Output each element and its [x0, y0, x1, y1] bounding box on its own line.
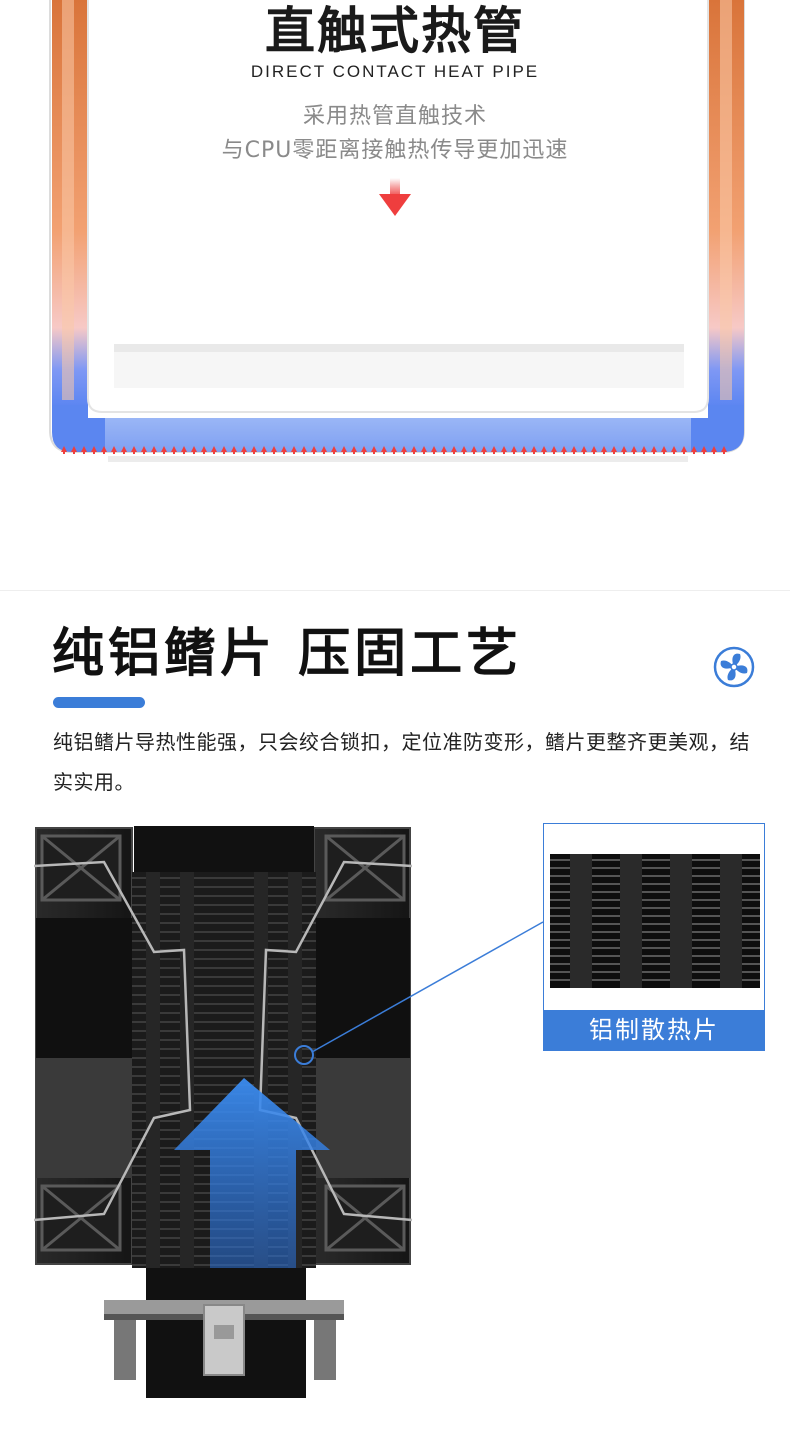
- heat-up-arrow-stem: [503, 448, 505, 454]
- heat-up-arrow-stem: [113, 448, 115, 454]
- heat-up-arrow-stem: [273, 448, 275, 454]
- heat-up-arrow-stem: [443, 448, 445, 454]
- heat-up-arrow-stem: [533, 448, 535, 454]
- heat-up-arrow-stem: [293, 448, 295, 454]
- heat-up-arrow-stem: [633, 448, 635, 454]
- heatsink-detail-callout: 铝制散热片: [543, 823, 765, 1051]
- callout-label: 铝制散热片: [544, 1010, 764, 1050]
- heat-up-arrow-stem: [313, 448, 315, 454]
- heat-up-arrow-stem: [423, 448, 425, 454]
- heat-pipe-desc-line-1: 采用热管直触技术: [302, 104, 487, 129]
- fins-description: 纯铝鳍片导热性能强，只会绞合锁扣，定位准防变形，鳍片更整齐更美观，结实实用。: [53, 730, 750, 794]
- heat-up-arrow-stem: [493, 448, 495, 454]
- heat-up-arrow-stem: [683, 448, 685, 454]
- heat-up-arrow-stem: [263, 448, 265, 454]
- heat-up-arrow-stem: [603, 448, 605, 454]
- heat-up-arrow-stem: [233, 448, 235, 454]
- heat-up-arrow-stem: [343, 448, 345, 454]
- heat-up-arrow-stem: [703, 448, 705, 454]
- heat-up-arrow-stem: [143, 448, 145, 454]
- heat-up-arrow-stem: [333, 448, 335, 454]
- heat-up-arrow-stem: [373, 448, 375, 454]
- heat-up-arrow-stem: [463, 448, 465, 454]
- heat-up-arrow-stem: [163, 448, 165, 454]
- heat-up-arrow-stem: [353, 448, 355, 454]
- heat-up-arrow-stem: [393, 448, 395, 454]
- heat-up-arrow-stem: [213, 448, 215, 454]
- heatsink-detail-image: [550, 854, 760, 988]
- heat-up-arrow-stem: [543, 448, 545, 454]
- heat-up-arrow-stem: [83, 448, 85, 454]
- heat-up-arrow-stem: [323, 448, 325, 454]
- heat-up-arrow-stem: [673, 448, 675, 454]
- heat-up-arrow-stem: [193, 448, 195, 454]
- fins-title: 纯铝鳍片 压固工艺: [52, 624, 523, 684]
- heat-up-arrow-stem: [253, 448, 255, 454]
- heat-up-arrow-stem: [483, 448, 485, 454]
- heat-up-arrow-stem: [283, 448, 285, 454]
- heat-up-arrow-stem: [133, 448, 135, 454]
- heat-up-arrow-stem: [473, 448, 475, 454]
- heat-up-arrow-stem: [363, 448, 365, 454]
- heat-up-arrow-stem: [73, 448, 75, 454]
- heat-up-arrow-stem: [453, 448, 455, 454]
- heat-pipe-section: 直触式热管 DIRECT CONTACT HEAT PIPE 采用热管直触技术 …: [0, 0, 790, 590]
- heat-up-arrow-stem: [613, 448, 615, 454]
- heat-pipe-title: 直触式热管: [265, 2, 525, 60]
- heat-pipe-desc-line-2: 与CPU零距离接触热传导更加迅速: [221, 138, 569, 163]
- heat-up-arrow-stem: [523, 448, 525, 454]
- title-accent-bar: [53, 697, 145, 708]
- heat-up-arrow-stem: [713, 448, 715, 454]
- cpu-cooler-image: [34, 826, 413, 1398]
- heat-up-arrow-stem: [93, 448, 95, 454]
- section-divider: [0, 590, 790, 591]
- heat-up-arrow-stem: [563, 448, 565, 454]
- heat-up-arrow-stem: [623, 448, 625, 454]
- heat-flow-down-arrow-icon: [379, 178, 411, 216]
- heat-up-arrow-stem: [303, 448, 305, 454]
- heat-up-arrow-stem: [433, 448, 435, 454]
- heat-up-arrow-stem: [593, 448, 595, 454]
- heat-up-arrow-stem: [103, 448, 105, 454]
- heat-up-arrow-stem: [243, 448, 245, 454]
- heat-up-arrow-stem: [123, 448, 125, 454]
- heat-up-arrow-stem: [693, 448, 695, 454]
- heat-up-arrow-stem: [663, 448, 665, 454]
- heat-up-arrow-stem: [183, 448, 185, 454]
- heat-up-arrow-stem: [403, 448, 405, 454]
- heat-up-arrow-stem: [223, 448, 225, 454]
- heat-up-arrow-stem: [723, 448, 725, 454]
- heat-up-arrow-stem: [63, 448, 65, 454]
- heat-up-arrow-stem: [513, 448, 515, 454]
- heat-up-arrow-stem: [643, 448, 645, 454]
- heat-up-arrow-stem: [653, 448, 655, 454]
- heat-up-arrow-stem: [153, 448, 155, 454]
- heat-up-arrow-stem: [413, 448, 415, 454]
- heat-up-arrow-stem: [583, 448, 585, 454]
- heat-up-arrow-stem: [173, 448, 175, 454]
- heat-up-arrow-stem: [553, 448, 555, 454]
- fan-icon: [713, 646, 755, 688]
- heat-up-arrow-stem: [203, 448, 205, 454]
- heat-pipe-subtitle: DIRECT CONTACT HEAT PIPE: [250, 62, 540, 81]
- heat-up-arrow-stem: [573, 448, 575, 454]
- heat-up-arrow-stem: [383, 448, 385, 454]
